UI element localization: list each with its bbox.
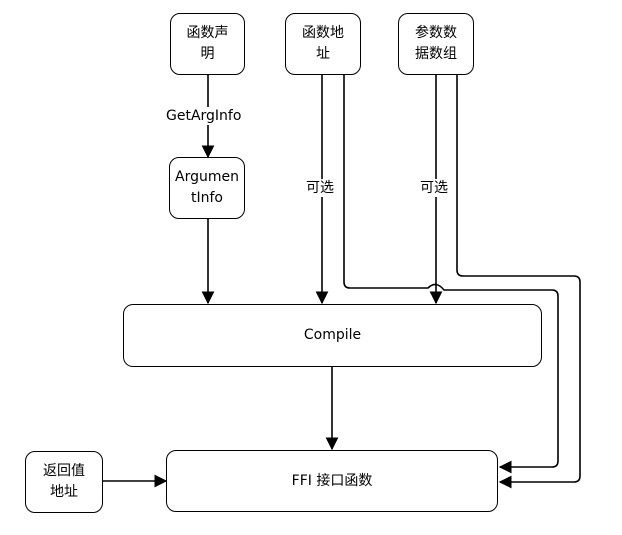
node-argument-info-label: Argumen tInfo <box>175 169 239 206</box>
node-parameter-array-label: 参数数 据数组 <box>415 25 457 62</box>
edge-param-to-ffi <box>456 75 581 489</box>
node-function-address: 函数地 址 <box>285 13 361 75</box>
node-parameter-array: 参数数 据数组 <box>398 13 474 75</box>
edge-label-get-arg-info: GetArgInfo <box>166 107 242 125</box>
node-compile: Compile <box>123 304 542 367</box>
node-argument-info: Argumen tInfo <box>169 157 245 219</box>
node-return-value-address-label: 返回值 地址 <box>43 463 85 500</box>
node-ffi-function: FFI 接口函数 <box>166 450 498 512</box>
node-function-address-label: 函数地 址 <box>302 25 344 62</box>
node-return-value-address: 返回值 地址 <box>25 451 103 513</box>
edge-label-optional-parameter: 可选 <box>420 179 448 197</box>
node-ffi-function-label: FFI 接口函数 <box>291 472 373 489</box>
edge-label-optional-address: 可选 <box>306 179 334 197</box>
node-function-declaration: 函数声 明 <box>170 13 245 75</box>
node-function-declaration-label: 函数声 明 <box>186 25 229 62</box>
edge-addr-to-ffi <box>343 75 559 474</box>
node-compile-label: Compile <box>303 327 362 343</box>
